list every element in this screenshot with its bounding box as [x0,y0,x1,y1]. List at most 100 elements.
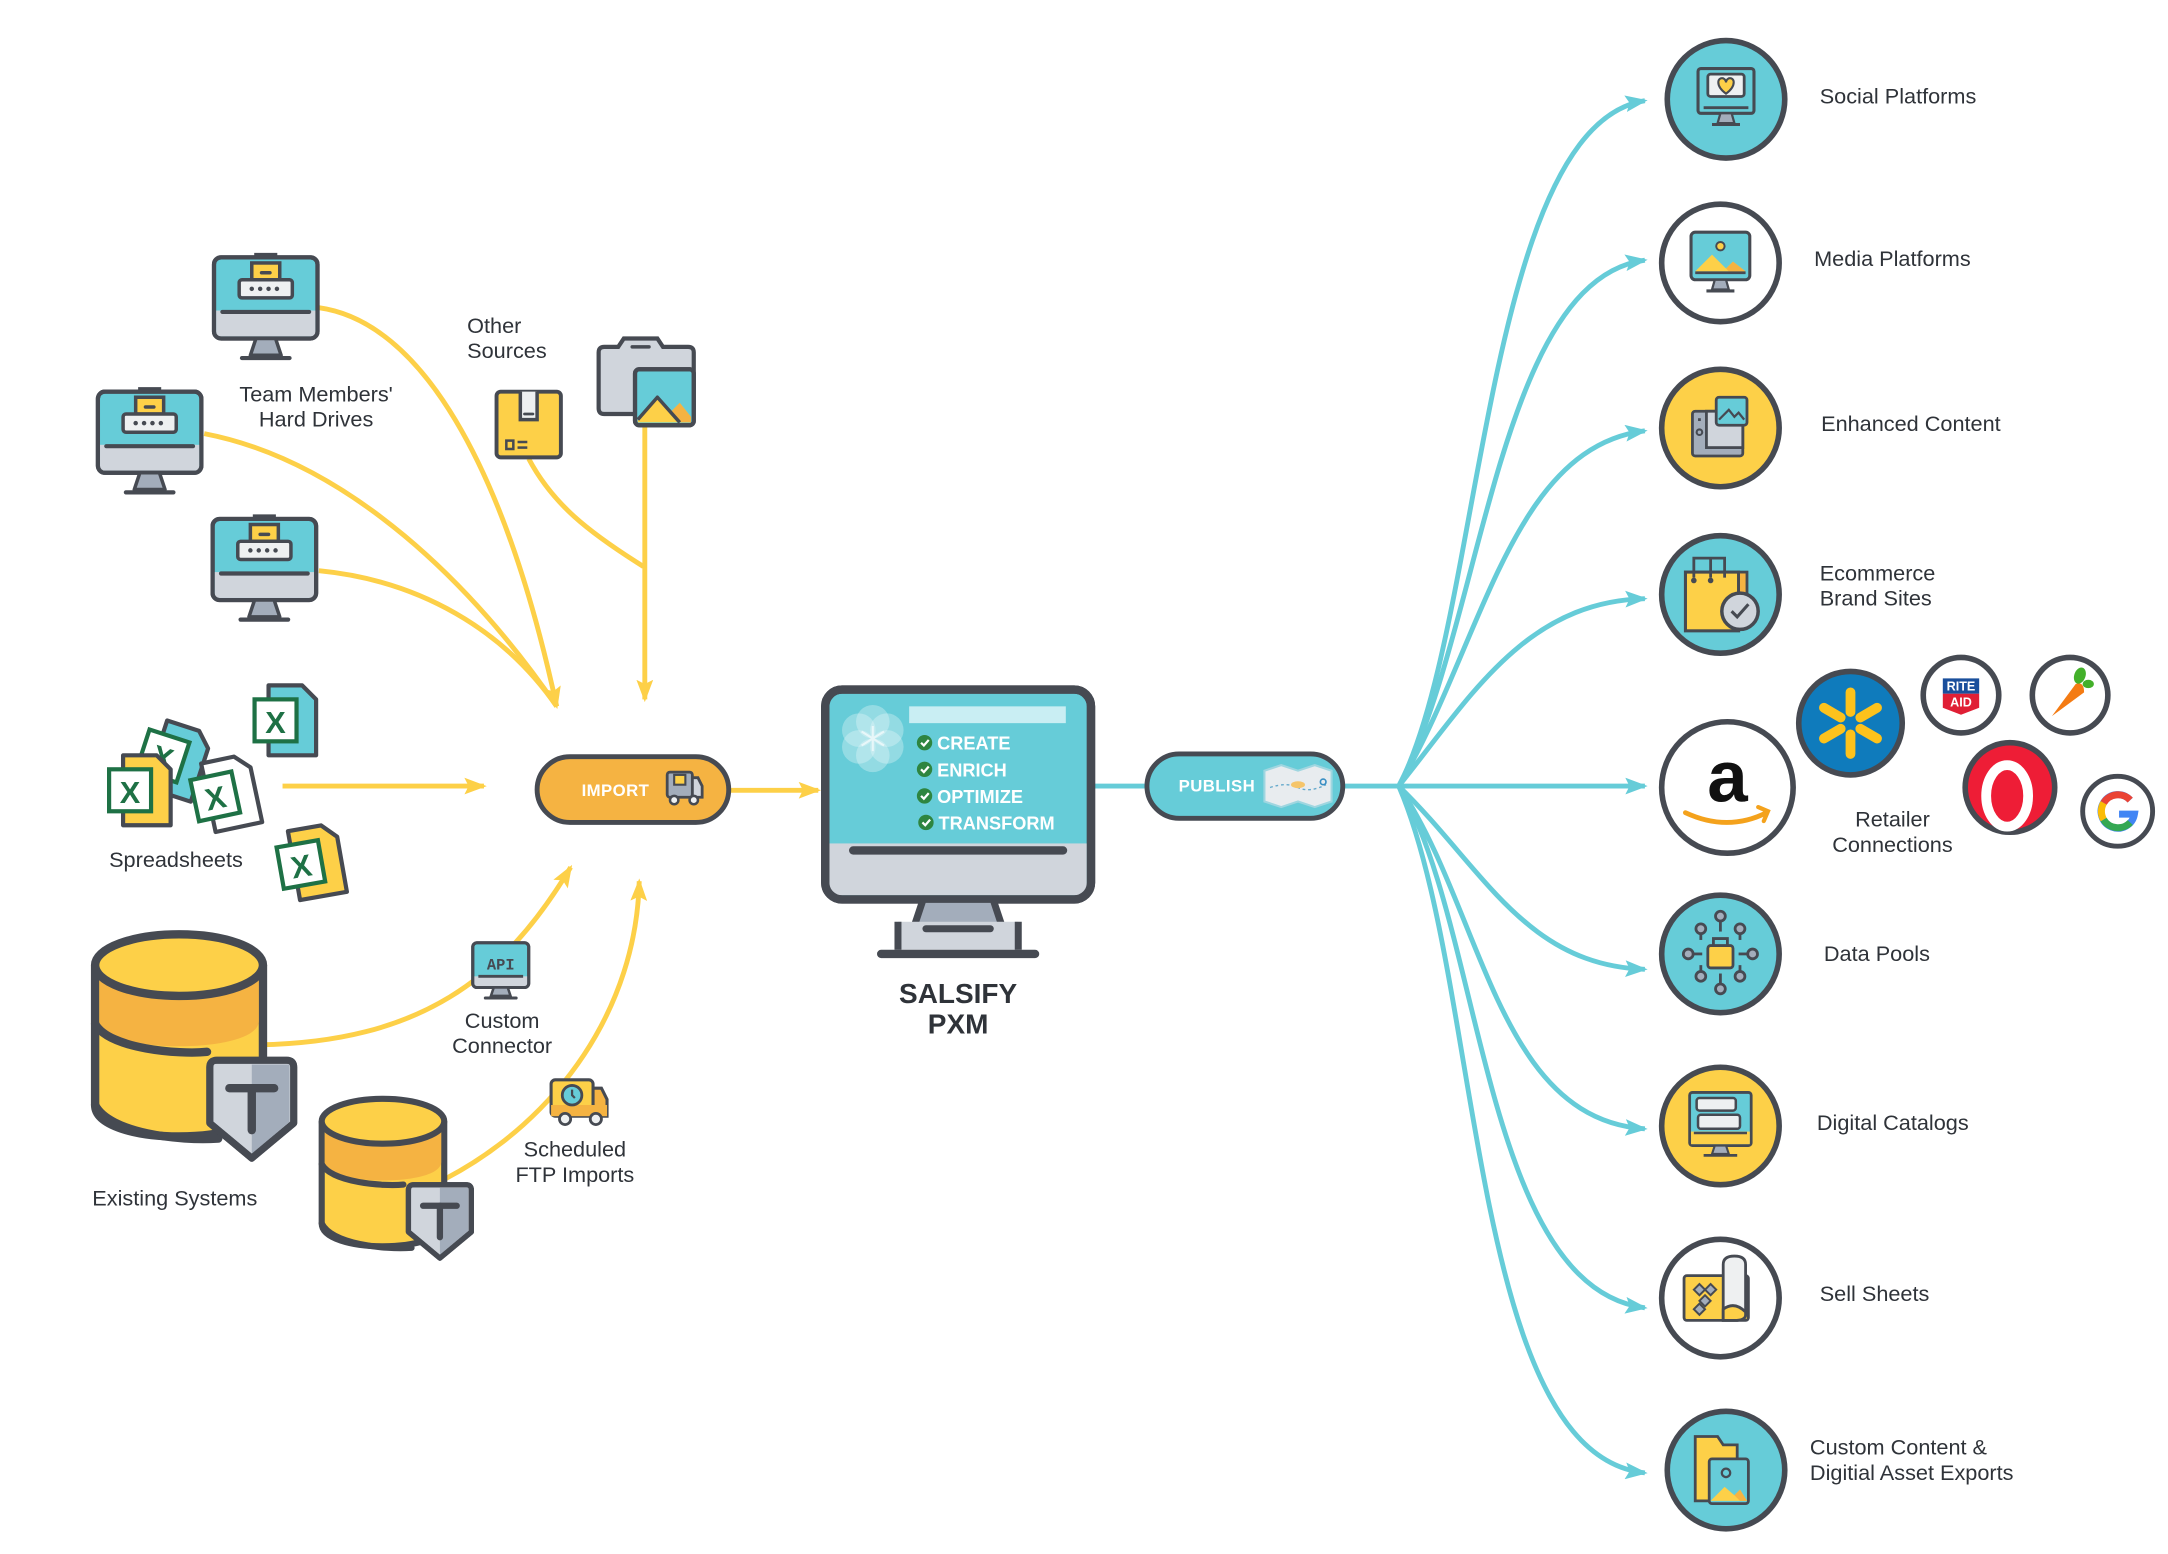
flower-logo-icon [842,704,904,773]
svg-text:CREATE: CREATE [937,734,1010,754]
connector-ecommerce [1396,590,1648,788]
connector-package [526,457,645,569]
destination-label: Digital Catalogs [1817,1110,1969,1135]
destination-sell-sheets[interactable]: Sell Sheets [1658,1236,1930,1360]
destination-label: Enhanced Content [1821,411,2001,436]
shield-t-badge-icon [408,1185,471,1258]
connector-social [1396,95,1648,788]
api-computer-icon: API [471,941,531,1000]
destination-label: Sell Sheets [1820,1281,1930,1306]
connector-team-drive-3 [318,568,559,708]
existing-systems-label: Existing Systems [92,1186,257,1211]
destination-ecommerce[interactable]: Ecommerce Brand Sites [1658,532,1936,657]
destination-label: Social Platforms [1820,84,1977,109]
source-team-drives: Team Members' Hard Drives [98,255,393,620]
catalog-monitor-icon [1688,1091,1753,1157]
step-create: CREATE [916,734,1011,754]
check-circle-icon [916,735,933,751]
destination-social-platforms[interactable]: Social Platforms [1664,37,1977,161]
svg-text:a: a [1707,736,1748,817]
destination-label-line1: Retailer [1855,807,1930,832]
connector-custom-connector [258,864,573,1048]
shield-t-badge-icon [210,1060,294,1158]
shopping-bag-check-icon [1683,556,1760,633]
package-box-icon [494,389,563,460]
destination-label-line2: Connections [1832,832,1953,857]
excel-file-icon [109,755,171,825]
ftp-label-line1: Scheduled [524,1137,626,1162]
source-other: Other Sources [467,313,696,460]
check-circle-icon [918,814,934,831]
connector-exports [1396,785,1648,1480]
source-custom-connector: API Custom Connector [452,941,552,1058]
destination-retailer-connections[interactable]: a RITE AID [1658,654,2156,857]
amazon-logo-icon [1658,718,1796,857]
destinations: Social Platforms Media Platforms [1658,37,2156,1532]
import-label: IMPORT [582,781,650,800]
scroll-sheet-icon [1682,1254,1750,1322]
destination-enhanced-content[interactable]: Enhanced Content [1658,366,2001,490]
excel-file-icon [255,685,317,755]
hub-title-line1: SALSIFY [899,978,1017,1009]
destination-media-platforms[interactable]: Media Platforms [1658,201,1971,325]
publish-label: PUBLISH [1179,777,1256,796]
camera-image-icon [596,336,696,428]
destination-label-line2: Brand Sites [1820,586,1932,611]
source-scheduled-ftp: Scheduled FTP Imports [515,1078,634,1187]
excel-file-icon [274,823,347,903]
team-drives-label-line2: Hard Drives [259,407,374,432]
destination-custom-exports[interactable]: Custom Content & Digitial Asset Exports [1664,1408,2014,1532]
connector-ftp [443,878,648,1182]
other-sources-label-line2: Sources [467,338,547,363]
step-enrich: ENRICH [916,760,1007,780]
connector-catalogs [1396,784,1648,1136]
destination-label-line1: Custom Content & [1810,1435,1988,1460]
destination-data-pools[interactable]: Data Pools [1658,892,1930,1016]
svg-text:TRANSFORM: TRANSFORM [939,813,1055,833]
inbound-connectors [203,305,822,1182]
svg-text:API: API [487,956,515,974]
connector-enhanced [1396,424,1648,788]
rite-aid-logo-icon: RITE AID [1920,654,2002,736]
svg-text:ENRICH: ENRICH [937,760,1007,780]
map-icon [1263,764,1333,809]
salsify-pxm-hub: CREATE ENRICH OPTIMIZE TRANSFORM SALSIF [821,685,1096,1040]
google-g-icon [2080,773,2156,849]
image-folder-icon [1693,1435,1750,1506]
svg-text:AID: AID [1950,695,1972,709]
connector-team-drive-2 [203,431,559,708]
source-spreadsheets: Spreadsheets [109,685,347,902]
delivery-truck-clock-icon [549,1078,609,1126]
destination-digital-catalogs[interactable]: Digital Catalogs [1658,1064,1969,1188]
walmart-spark-icon [1795,668,1906,778]
team-drives-label-line1: Team Members' [239,381,392,406]
connector-team-drive-1 [318,305,561,710]
hub-steps: CREATE ENRICH OPTIMIZE TRANSFORM [916,734,1055,833]
image-monitor-icon [1689,230,1752,293]
enhanced-content-icon [1691,395,1749,458]
custom-connector-label-line2: Connector [452,1033,552,1058]
locked-computer-icon [213,516,317,620]
step-optimize: OPTIMIZE [916,787,1023,807]
outbound-connectors [1090,95,1648,1480]
locked-computer-icon [214,255,318,359]
svg-text:OPTIMIZE: OPTIMIZE [937,787,1023,807]
step-transform: TRANSFORM [918,813,1055,833]
connector-data-pools [1397,784,1648,978]
delivery-truck-icon [665,770,704,806]
connector-sell-sheets [1396,784,1648,1314]
check-circle-icon [916,761,933,777]
overstock-logo-icon [1962,739,2058,836]
destination-label: Data Pools [1824,941,1930,966]
destination-label: Media Platforms [1814,246,1971,271]
source-existing-systems: Existing Systems [92,934,471,1258]
carrot-icon [2029,654,2111,736]
connector-media [1396,254,1648,788]
custom-connector-label-line1: Custom [465,1008,540,1033]
import-button[interactable]: IMPORT [534,754,732,825]
spreadsheets-label: Spreadsheets [109,847,243,872]
destination-label-line2: Digitial Asset Exports [1810,1460,2014,1485]
check-circle-icon [916,788,933,804]
publish-button[interactable]: PUBLISH [1144,751,1346,821]
